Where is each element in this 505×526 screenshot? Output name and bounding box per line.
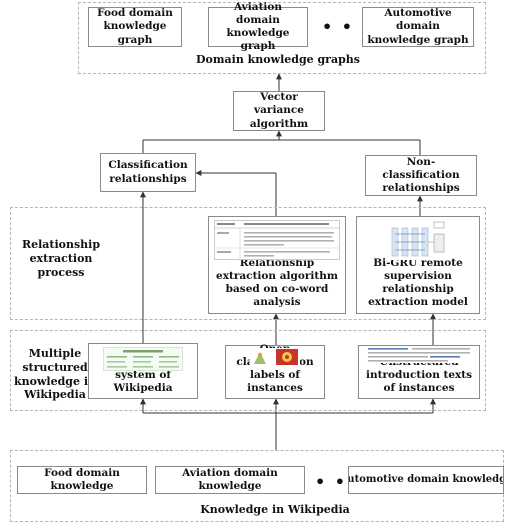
wikipedia-knowledge-label: Multiple structured knowledge in Wikiped…: [14, 347, 96, 402]
vector-variance-label: Vector variance algorithm: [249, 91, 309, 130]
algorithm-table-thumbnail: [214, 220, 340, 260]
domain-graphs-region: [78, 2, 486, 74]
graphs-ellipsis: • • •: [322, 17, 374, 36]
extraction-label: Relationship extraction process: [21, 238, 101, 279]
intro-text-thumbnail: [368, 347, 470, 363]
co-word-label: Relationship extraction algorithm based …: [216, 256, 338, 308]
extraction-region: [10, 207, 486, 320]
non-classification-relationships-label: Non-classification relationships: [382, 155, 460, 195]
aviation-graph-box: Aviation domain knowledge graph: [208, 1, 308, 52]
automotive-knowledge-box: Automotive domain knowledge: [348, 466, 504, 494]
aviation-knowledge-box: Aviation domain knowledge: [155, 466, 305, 494]
bigru-label: Bi-GRU remote supervision relationship e…: [368, 256, 468, 308]
food-graph-box: Food domain knowledge graph: [88, 7, 182, 47]
bigru-network-thumbnail: [390, 220, 446, 260]
aviation-knowledge-label: Aviation domain knowledge: [182, 466, 278, 492]
wikipedia-knowledge-region: [10, 330, 486, 411]
automotive-graph-label: Automotive domain knowledge graph: [367, 7, 469, 46]
automotive-graph-box: Automotive domain knowledge graph: [362, 7, 474, 47]
classification-relationships-box: Classification relationships: [100, 153, 196, 192]
automotive-knowledge-label: Automotive domain knowledge: [348, 473, 504, 485]
classification-relationships-label: Classification relationships: [108, 159, 188, 185]
food-knowledge-label: Food domain knowledge: [44, 466, 120, 492]
food-graph-label: Food domain knowledge graph: [97, 7, 173, 46]
wikipedia-portal-thumbnail: [103, 347, 183, 371]
domain-graphs-label: Domain knowledge graphs: [196, 53, 360, 66]
instance-images-thumbnail: [250, 348, 300, 366]
knowledge-in-wikipedia-label: Knowledge in Wikipedia: [200, 503, 350, 516]
non-classification-relationships-box: Non-classification relationships: [365, 155, 477, 196]
vector-variance-box: Vector variance algorithm: [233, 91, 325, 131]
aviation-graph-label: Aviation domain knowledge graph: [226, 0, 290, 53]
food-knowledge-box: Food domain knowledge: [17, 466, 147, 494]
